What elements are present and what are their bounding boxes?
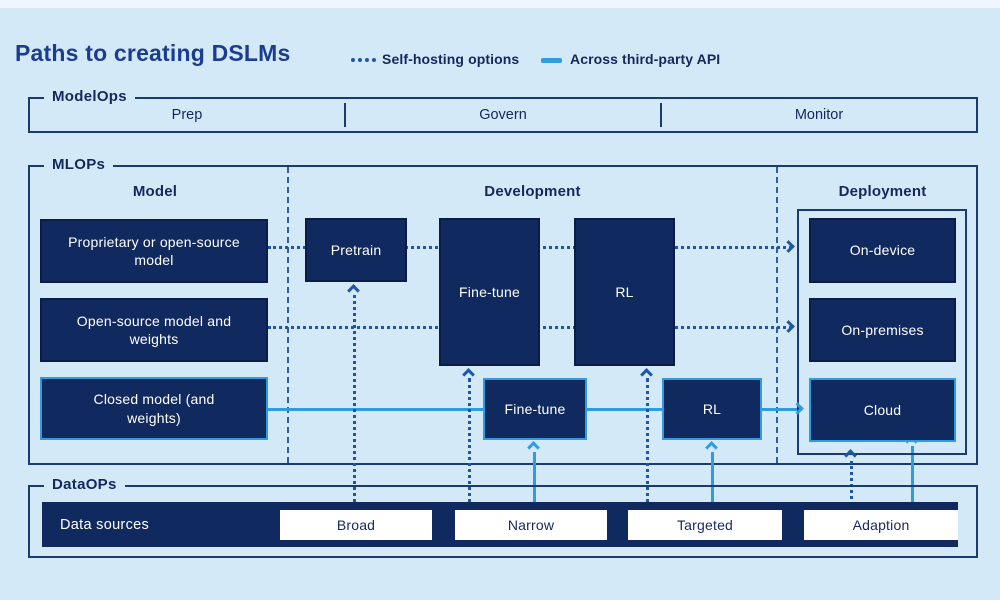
dataops-label: DataOPs	[44, 476, 125, 493]
phase-govern: Govern	[479, 107, 527, 123]
box-rl-bottom: RL	[662, 378, 762, 440]
box-on-premises: On-premises	[809, 298, 956, 362]
source-broad: Broad	[280, 510, 432, 540]
box-on-device: On-device	[809, 218, 956, 283]
data-sources-bar: Data sources Broad Narrow Targeted Adapt…	[42, 502, 958, 547]
solid-line-legend-icon	[541, 58, 562, 63]
dotted-line-legend-icon	[351, 58, 376, 62]
column-header-development: Development	[484, 183, 581, 200]
mlops-label: MLOPs	[44, 156, 114, 173]
source-targeted: Targeted	[628, 510, 782, 540]
page-title: Paths to creating DSLMs	[15, 40, 291, 66]
deployment-inner-frame	[797, 209, 967, 455]
box-rl-top: RL	[574, 218, 675, 366]
mlops-frame: MLOPs	[28, 156, 978, 465]
connector-targeted-to-rl-top	[646, 378, 649, 510]
box-open-source-model: Open-source model and weights	[40, 298, 268, 362]
column-header-deployment: Deployment	[838, 183, 927, 200]
phase-monitor: Monitor	[794, 107, 844, 123]
mlops-column-divider-2	[776, 167, 778, 463]
connector-narrow-to-finetune-bottom	[533, 452, 536, 510]
dataops-frame: DataOPs	[28, 476, 978, 558]
mlops-column-divider-1	[287, 167, 289, 463]
connector-broad-to-pretrain	[353, 295, 356, 508]
modelops-frame: ModelOps Prep Govern Monitor	[28, 88, 978, 133]
connector-adaption-to-cloud	[911, 446, 914, 510]
connector-narrow-to-finetune-top	[468, 378, 471, 510]
box-finetune-top: Fine-tune	[439, 218, 540, 366]
column-header-model: Model	[132, 183, 178, 200]
box-cloud: Cloud	[809, 378, 956, 442]
source-narrow: Narrow	[455, 510, 607, 540]
data-sources-label: Data sources	[60, 516, 150, 533]
legend-self-hosting-label: Self-hosting options	[382, 51, 520, 67]
source-adaption: Adaption	[804, 510, 958, 540]
modelops-label: ModelOps	[44, 88, 135, 105]
modelops-divider-2	[660, 103, 662, 127]
phase-prep: Prep	[171, 107, 203, 123]
box-finetune-bottom: Fine-tune	[483, 378, 587, 440]
box-pretrain: Pretrain	[305, 218, 407, 282]
modelops-divider-1	[344, 103, 346, 127]
top-margin-strip	[0, 0, 1000, 8]
connector-targeted-to-rl-bottom	[711, 452, 714, 510]
legend-third-party-label: Across third-party API	[570, 51, 721, 67]
box-proprietary-model: Proprietary or open-source model	[40, 219, 268, 283]
box-closed-model: Closed model (and weights)	[40, 377, 268, 440]
